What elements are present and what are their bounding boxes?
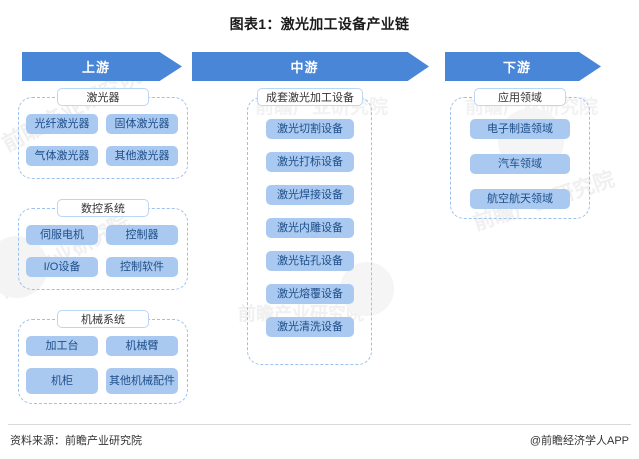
footer-credit: @前瞻经济学人APP (529, 435, 629, 447)
group-laser (18, 97, 188, 179)
item-cnc-1[interactable]: 控制器 (106, 225, 178, 245)
stage-arrow-midstream: 中游 (192, 52, 429, 81)
item-equipment-4[interactable]: 激光钻孔设备 (266, 251, 354, 271)
stage-arrow-downstream-label: 下游 (502, 60, 531, 75)
group-laser-title: 激光器 (57, 88, 149, 106)
group-cnc (18, 208, 188, 290)
group-equipment-title: 成套激光加工设备 (257, 88, 363, 106)
item-cnc-2[interactable]: I/O设备 (26, 257, 98, 277)
item-mechanical-2[interactable]: 机柜 (26, 368, 98, 394)
item-equipment-2[interactable]: 激光焊接设备 (266, 185, 354, 205)
item-mechanical-0[interactable]: 加工台 (26, 336, 98, 356)
stage-arrow-midstream-label: 中游 (290, 60, 319, 75)
stage-arrow-upstream: 上游 (22, 52, 182, 81)
stage-arrow-downstream: 下游 (445, 52, 601, 81)
item-equipment-3[interactable]: 激光内雕设备 (266, 218, 354, 238)
item-laser-0[interactable]: 光纤激光器 (26, 114, 98, 134)
item-mechanical-3[interactable]: 其他机械配件 (106, 368, 178, 394)
group-application-title: 应用领域 (474, 88, 566, 106)
item-cnc-0[interactable]: 伺服电机 (26, 225, 98, 245)
item-cnc-3[interactable]: 控制软件 (106, 257, 178, 277)
item-laser-2[interactable]: 气体激光器 (26, 146, 98, 166)
chart-title: 图表1：激光加工设备产业链 (229, 16, 410, 32)
item-application-0[interactable]: 电子制造领域 (470, 119, 570, 139)
group-cnc-title: 数控系统 (57, 199, 149, 217)
item-mechanical-1[interactable]: 机械臂 (106, 336, 178, 356)
item-laser-1[interactable]: 固体激光器 (106, 114, 178, 134)
item-equipment-6[interactable]: 激光清洗设备 (266, 317, 354, 337)
item-equipment-1[interactable]: 激光打标设备 (266, 152, 354, 172)
item-laser-3[interactable]: 其他激光器 (106, 146, 178, 166)
footer-source: 资料来源：前瞻产业研究院 (10, 435, 142, 447)
footer-divider (8, 424, 631, 425)
item-application-2[interactable]: 航空航天领域 (470, 189, 570, 209)
item-equipment-0[interactable]: 激光切割设备 (266, 119, 354, 139)
item-application-1[interactable]: 汽车领域 (470, 154, 570, 174)
item-equipment-5[interactable]: 激光熔覆设备 (266, 284, 354, 304)
stage-arrow-upstream-label: 上游 (81, 60, 110, 75)
group-mechanical-title: 机械系统 (57, 310, 149, 328)
